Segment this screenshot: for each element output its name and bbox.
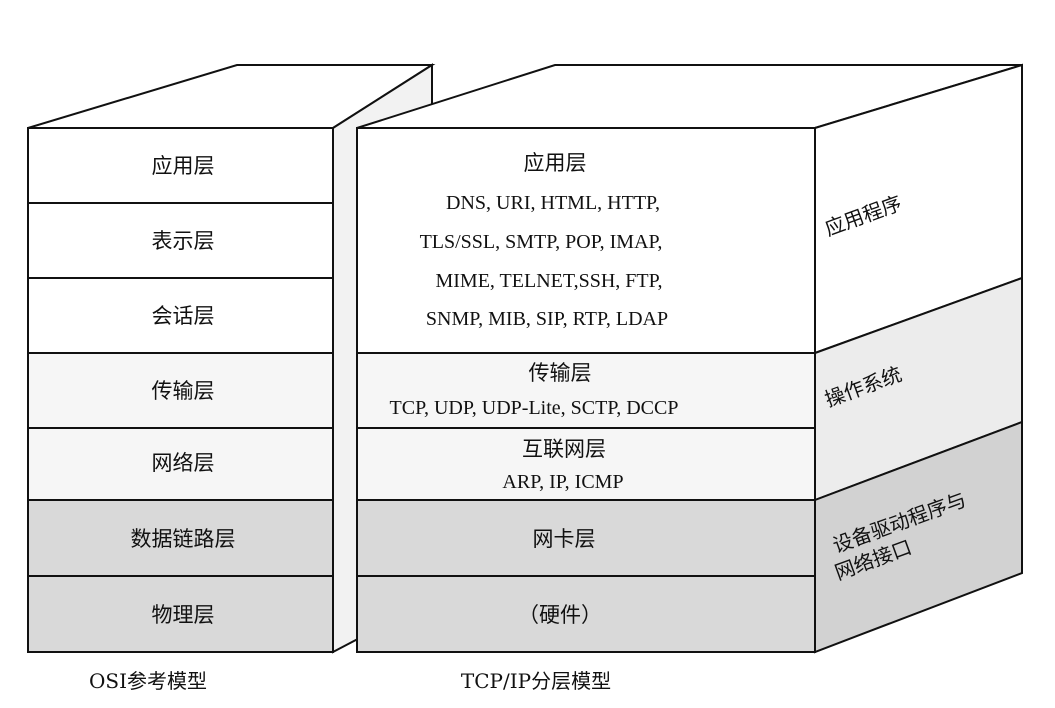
tcpip-transport-title: 传输层 [529, 361, 592, 385]
tcpip-block: 应用层 DNS, URI, HTML, HTTP, TLS/SSL, SMTP,… [356, 63, 1023, 654]
tcpip-transport-box [356, 352, 816, 429]
osi-layer-physical-label: 物理层 [152, 603, 215, 627]
tcpip-internet-protocols: ARP, IP, ICMP [502, 471, 623, 493]
tcpip-hardware-title: （硬件） [518, 603, 602, 627]
osi-layer-physical-box [27, 575, 334, 653]
tcpip-internet-title: 互联网层 [522, 437, 606, 461]
osi-layer-presentation-label: 表示层 [152, 229, 215, 253]
tcpip-caption: TCP/IP分层模型 [461, 669, 611, 693]
tcpip-application-protocols-line4: SNMP, MIB, SIP, RTP, LDAP [426, 308, 668, 330]
osi-layer-datalink-label: 数据链路层 [131, 527, 236, 551]
osi-layer-transport-label: 传输层 [152, 379, 215, 403]
osi-layer-application-label: 应用层 [152, 154, 215, 178]
tcpip-hardware-box [356, 575, 816, 653]
osi-layer-network-label: 网络层 [152, 451, 215, 475]
tcpip-application-protocols-line3: MIME, TELNET,SSH, FTP, [435, 270, 662, 292]
tcpip-application-protocols-line2: TLS/SSL, SMTP, POP, IMAP, [420, 231, 663, 253]
osi-layer-session-box [27, 277, 334, 354]
tcpip-internet-box [356, 427, 816, 501]
osi-layer-network-box [27, 427, 334, 501]
tcpip-application-protocols-line1: DNS, URI, HTML, HTTP, [446, 192, 660, 214]
tcpip-application-title: 应用层 [524, 151, 587, 175]
osi-layer-application-box [27, 127, 334, 204]
osi-layer-session-label: 会话层 [152, 304, 215, 328]
tcpip-network-card-box [356, 499, 816, 577]
osi-layer-transport-box [27, 352, 334, 429]
osi-layer-datalink-box [27, 499, 334, 577]
tcpip-application-box [356, 127, 816, 354]
tcpip-transport-protocols: TCP, UDP, UDP-Lite, SCTP, DCCP [390, 397, 679, 419]
tcpip-network-card-title: 网卡层 [533, 527, 596, 551]
osi-caption: OSI参考模型 [89, 669, 207, 693]
